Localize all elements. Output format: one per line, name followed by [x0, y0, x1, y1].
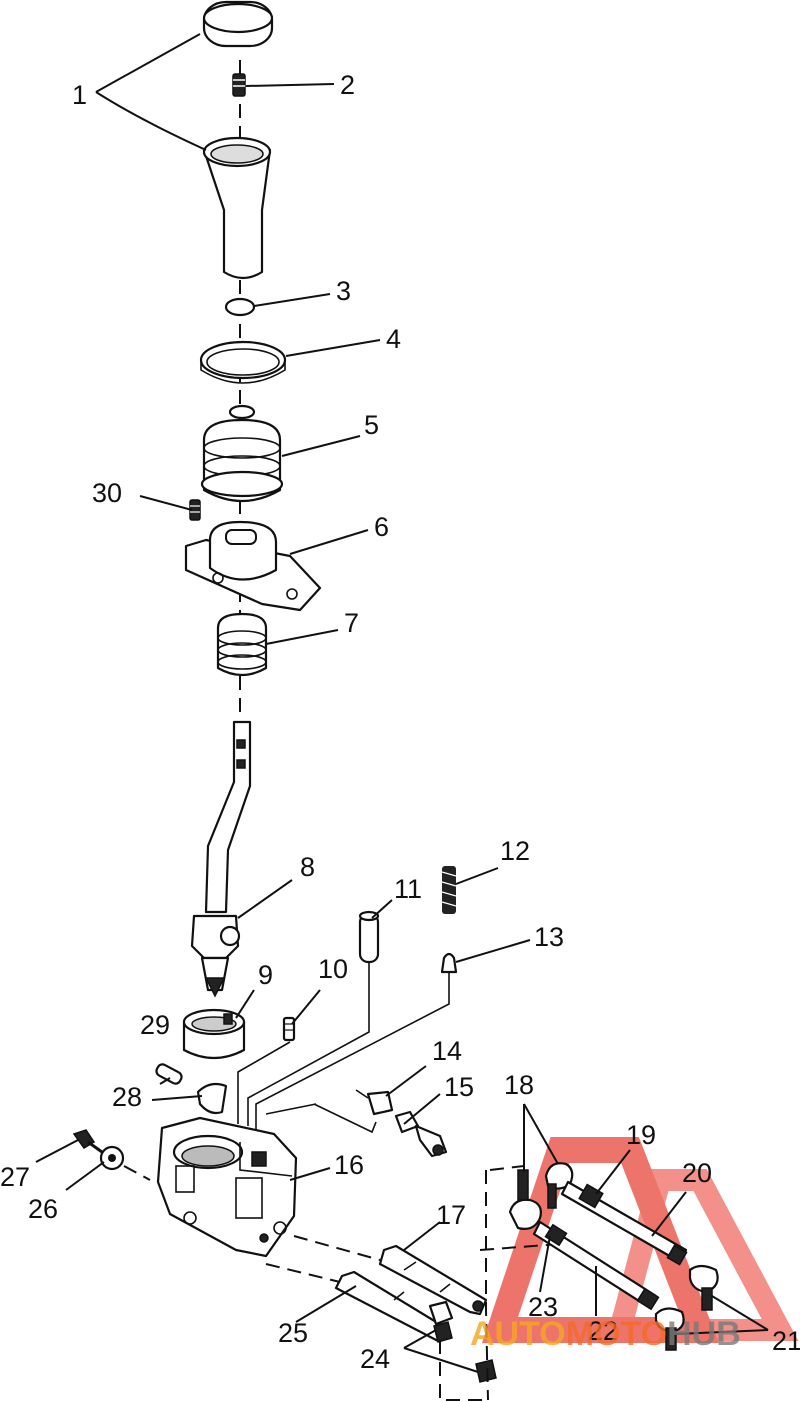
part-cable-17: [378, 1244, 488, 1316]
callout-8: 8: [300, 852, 315, 882]
part-ball-joint-18b: [544, 1162, 574, 1209]
part-ball-joint-18a: [508, 1169, 542, 1230]
callout-23: 23: [528, 1292, 558, 1322]
part-tie-rod-20: [560, 1180, 688, 1266]
callout-18: 18: [504, 1070, 534, 1100]
part-pivot-socket: [182, 1008, 246, 1060]
part-nuts-24: [428, 1300, 497, 1383]
part-shift-lever: [190, 720, 252, 998]
part-ball-joint-21a: [688, 1264, 719, 1311]
callout-9: 9: [258, 960, 273, 990]
callout-11: 11: [394, 874, 422, 904]
part-pin: [358, 910, 380, 964]
part-spring: [441, 866, 457, 914]
callout-12: 12: [500, 836, 530, 866]
watermark-logo: [481, 1137, 799, 1343]
part-mount-bracket: [184, 520, 322, 612]
part-screw-top: [232, 73, 246, 97]
part-ball-joint-21b: [654, 1307, 685, 1351]
part-bellows-boot: [200, 404, 284, 503]
callout-25: 25: [278, 1318, 308, 1348]
callout-27: 27: [0, 1162, 30, 1192]
part-grommet: [216, 612, 268, 677]
callout-29: 29: [140, 1010, 170, 1040]
callout-17: 17: [436, 1200, 466, 1230]
callout-24: 24: [360, 1344, 390, 1374]
callout-28: 28: [112, 1082, 142, 1112]
part-washer-26: [99, 1145, 125, 1171]
watermark-wordmark: AUTOMOTOHUB: [470, 1315, 741, 1353]
part-dowel: [155, 1063, 183, 1085]
callout-1: 1: [72, 80, 87, 110]
watermark-hub: HUB: [667, 1315, 741, 1353]
part-plunger: [440, 952, 458, 974]
callout-20: 20: [682, 1158, 712, 1188]
callout-labels: 1 2 3 4 5 6 7 8 9 10 11 12 13 14 15 16 1…: [0, 70, 800, 1374]
callout-7: 7: [344, 608, 359, 638]
part-pivot: [196, 1082, 228, 1115]
callout-30: 30: [92, 478, 122, 508]
callout-10: 10: [318, 954, 348, 984]
callout-14: 14: [432, 1036, 462, 1066]
part-small-ring: [224, 297, 256, 317]
callout-13: 13: [534, 922, 564, 952]
part-large-ring: [199, 340, 287, 384]
part-shifter-housing: [156, 1116, 298, 1258]
callout-2: 2: [340, 70, 355, 100]
part-knob-cap: [202, 0, 274, 48]
part-bolt-27: [72, 1129, 103, 1154]
callout-4: 4: [386, 324, 401, 354]
leader-lines: [35, 33, 769, 1373]
callout-3: 3: [336, 276, 351, 306]
part-set-screw: [282, 1016, 296, 1042]
callout-19: 19: [626, 1120, 656, 1150]
callout-22: 22: [588, 1316, 618, 1346]
part-knob-boot: [202, 136, 272, 280]
callout-26: 26: [28, 1194, 58, 1224]
watermark-moto: MOTO: [566, 1315, 667, 1353]
callout-6: 6: [374, 512, 389, 542]
part-switch: [355, 1089, 394, 1116]
callout-5: 5: [364, 410, 379, 440]
part-connector: [394, 1110, 448, 1158]
callout-21: 21: [772, 1326, 800, 1356]
part-tie-rod-22: [532, 1220, 660, 1311]
watermark-auto: AUTO: [470, 1315, 566, 1353]
callout-15: 15: [444, 1072, 474, 1102]
callout-16: 16: [334, 1150, 364, 1180]
